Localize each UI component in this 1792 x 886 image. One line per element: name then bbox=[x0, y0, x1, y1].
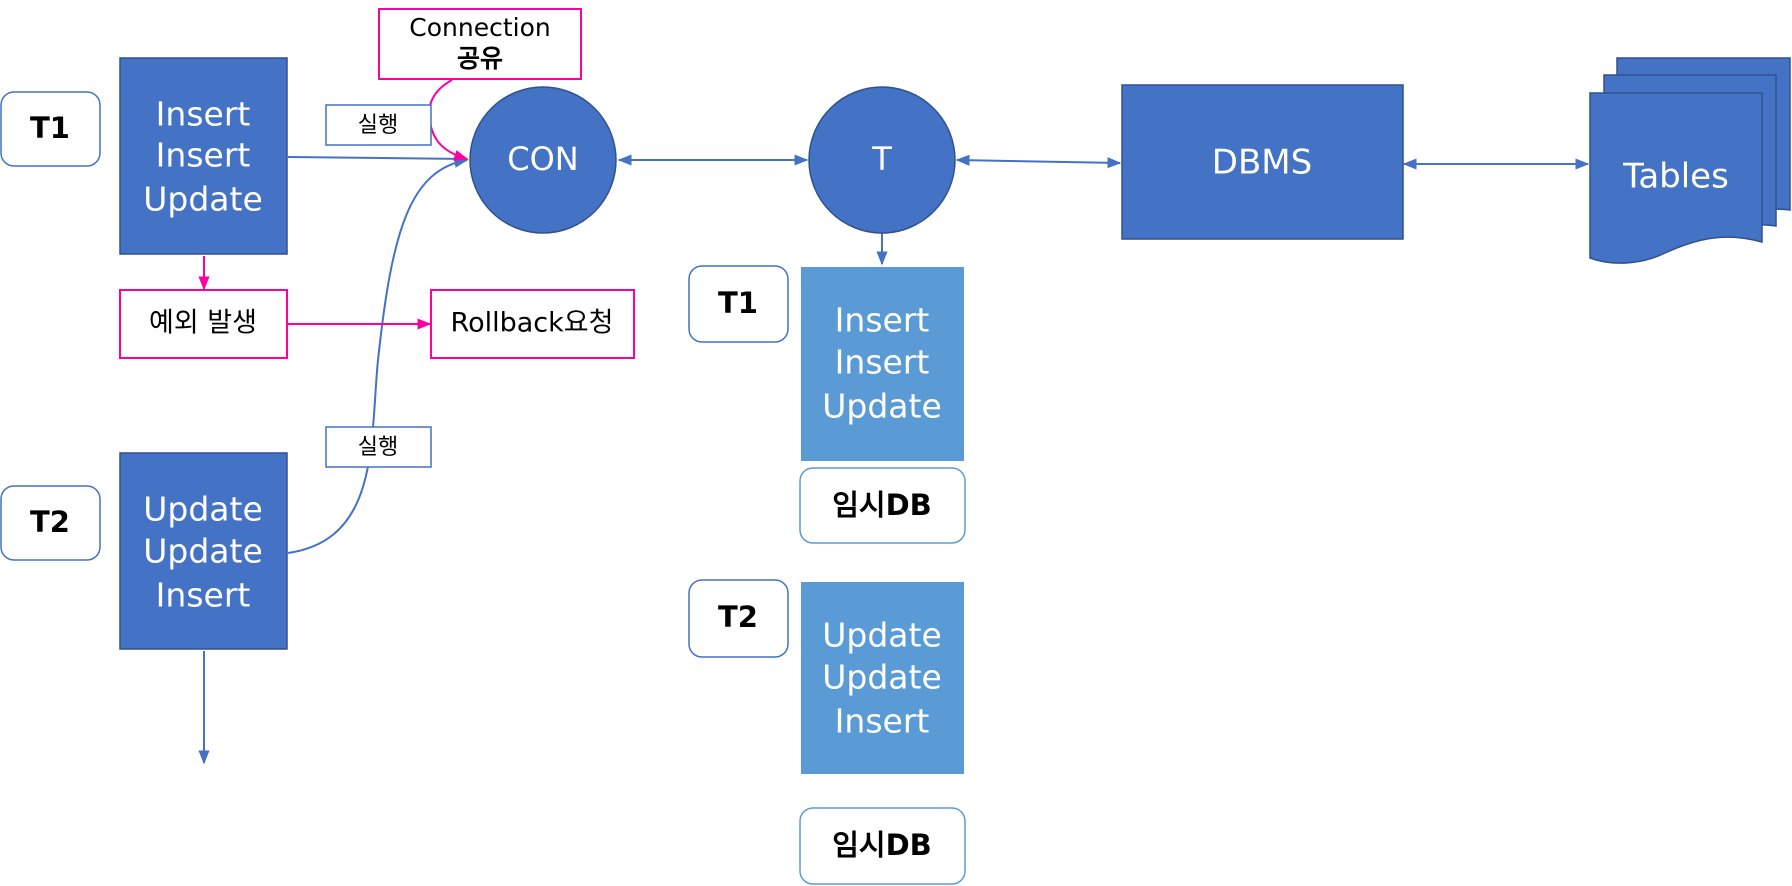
left-t2-op-1: Update bbox=[143, 490, 263, 529]
left-t2-op-2: Update bbox=[143, 532, 263, 571]
left-t2-block: Update Update Insert bbox=[119, 452, 288, 650]
left-t1-block: Insert Insert Update bbox=[119, 57, 288, 255]
right-t1-op-2: Insert bbox=[835, 343, 930, 382]
right-t1-op-1: Insert bbox=[835, 301, 930, 340]
right-t2-op-1: Update bbox=[822, 616, 942, 655]
left-t1-op-2: Insert bbox=[156, 136, 251, 175]
tempdb-1-label: 임시DB bbox=[832, 488, 932, 522]
rollback-label: Rollback요청 bbox=[451, 308, 614, 339]
right-t2-block: Update Update Insert bbox=[801, 582, 964, 774]
tables-label: Tables bbox=[1622, 157, 1729, 197]
t-node-label: T bbox=[871, 140, 892, 178]
rollback-box: Rollback요청 bbox=[430, 289, 635, 359]
right-t2-label: T2 bbox=[688, 579, 789, 658]
exec-label-top-text: 실행 bbox=[358, 113, 398, 138]
left-t1-text: T1 bbox=[30, 111, 70, 145]
right-t1-text: T1 bbox=[718, 286, 758, 320]
right-t1-label: T1 bbox=[688, 265, 789, 343]
left-t2-label: T2 bbox=[0, 485, 101, 561]
right-t1-op-3: Update bbox=[822, 387, 942, 426]
exception-box: 예외 발생 bbox=[119, 289, 288, 359]
t1-to-con-arrow bbox=[287, 153, 469, 165]
con-node: CON bbox=[469, 86, 617, 234]
connection-note: Connection 공유 bbox=[378, 8, 582, 80]
connection-note-line-1: Connection bbox=[409, 13, 550, 42]
t-node: T bbox=[808, 86, 956, 234]
right-t2-op-2: Update bbox=[822, 658, 942, 697]
t2-to-con-curve bbox=[287, 156, 469, 554]
connection-note-line-2: 공유 bbox=[457, 44, 503, 73]
right-t2-text: T2 bbox=[718, 600, 758, 634]
left-t1-op-1: Insert bbox=[156, 95, 251, 134]
right-t1-block: Insert Insert Update bbox=[801, 267, 964, 461]
right-t2-op-3: Insert bbox=[835, 702, 930, 741]
tempdb-2-label: 임시DB bbox=[832, 828, 932, 862]
connectors bbox=[198, 79, 1590, 765]
tempdb-1: 임시DB bbox=[799, 467, 966, 544]
dbms-label: DBMS bbox=[1212, 143, 1312, 183]
exec-label-top: 실행 bbox=[325, 104, 432, 146]
tables-stack: Tables bbox=[1589, 57, 1791, 264]
exec-label-bottom: 실행 bbox=[325, 426, 432, 468]
connection-note-arrow bbox=[428, 79, 469, 161]
left-t1-op-3: Update bbox=[143, 180, 263, 219]
con-node-label: CON bbox=[507, 140, 578, 178]
exec-label-bottom-text: 실행 bbox=[358, 435, 398, 460]
left-t1-label: T1 bbox=[0, 91, 101, 167]
left-t2-op-3: Insert bbox=[156, 576, 251, 615]
dbms-box: DBMS bbox=[1121, 84, 1404, 240]
t-dbms-arrow bbox=[955, 154, 1122, 169]
tempdb-2: 임시DB bbox=[799, 807, 966, 885]
left-t2-text: T2 bbox=[30, 505, 70, 539]
exception-label: 예외 발생 bbox=[149, 308, 257, 339]
